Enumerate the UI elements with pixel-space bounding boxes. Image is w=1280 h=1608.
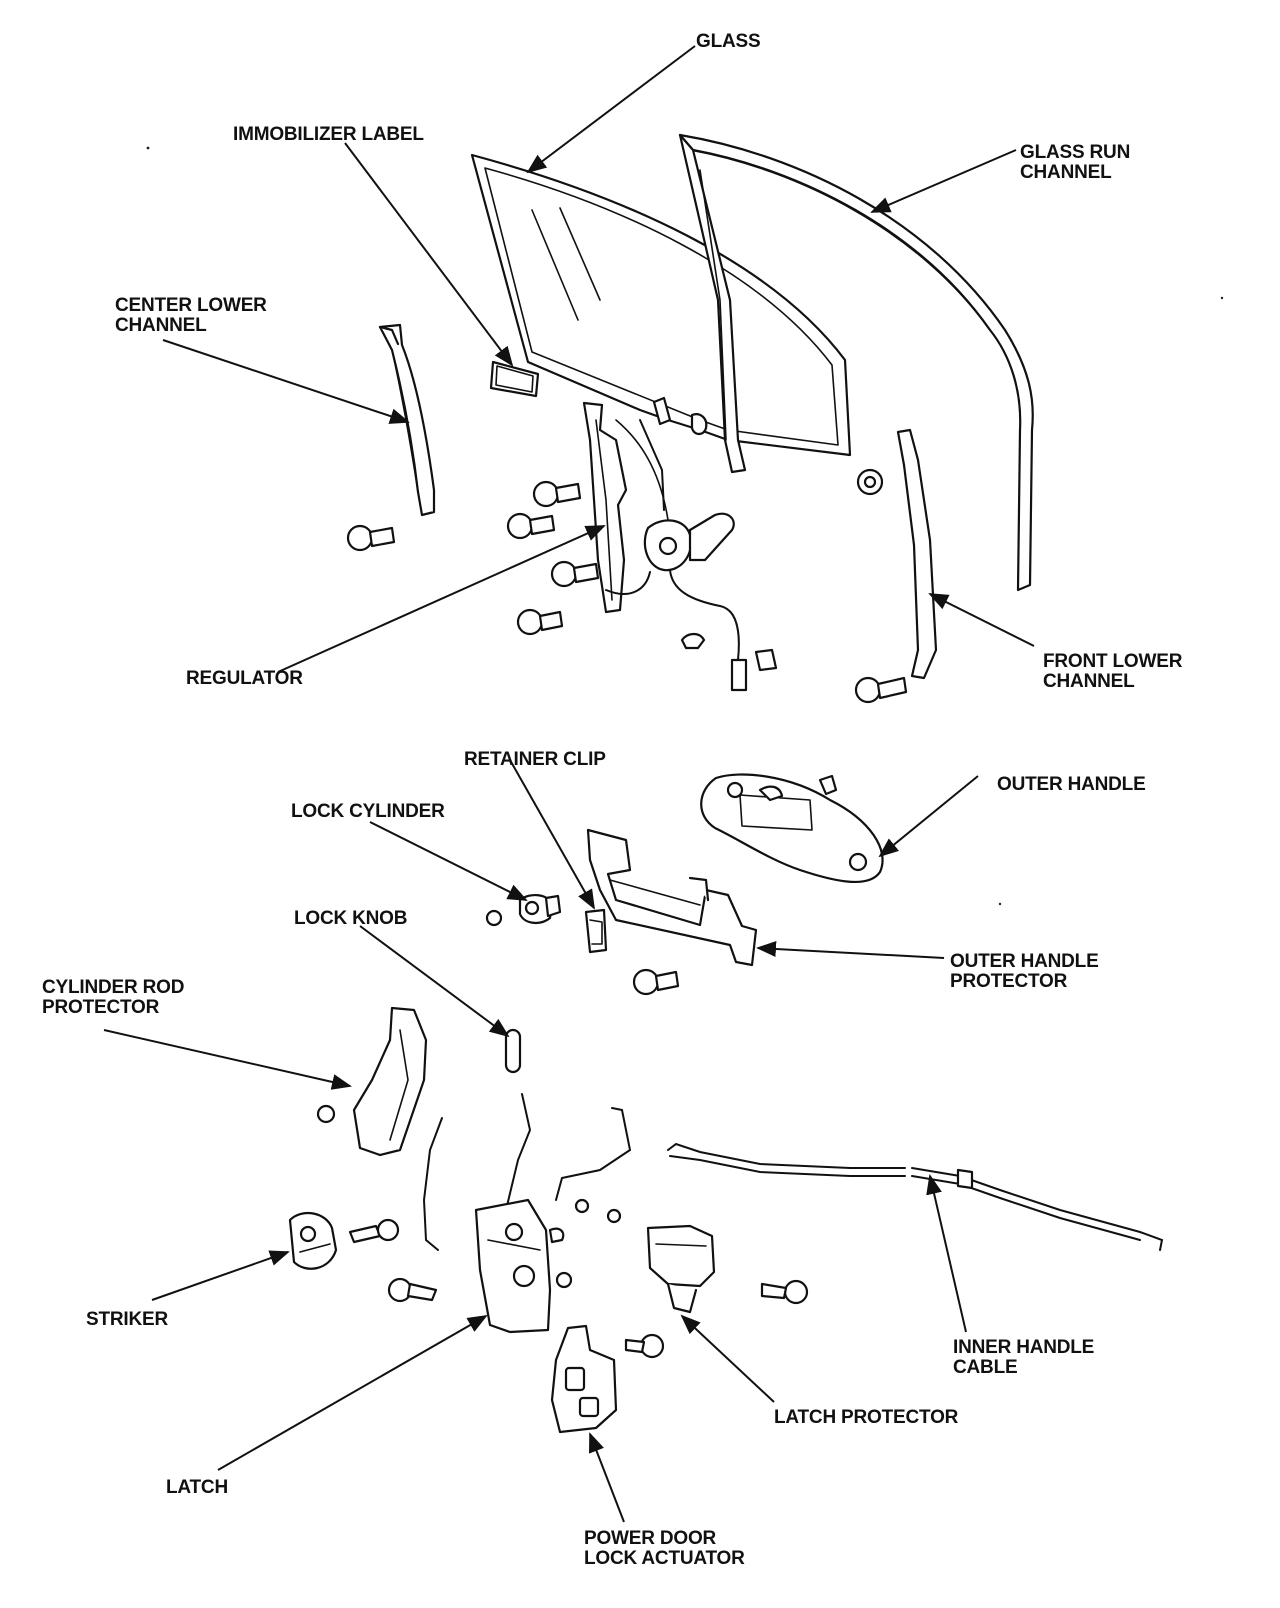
retainer-clip-part <box>584 908 608 954</box>
power-door-lock-actuator-part <box>550 1324 618 1434</box>
front-lower-channel-part <box>896 428 938 680</box>
outer-handle-part <box>700 773 884 884</box>
bolt <box>632 968 680 996</box>
cylinder-rod-protector-part <box>316 1006 428 1157</box>
scan-speck <box>146 146 150 150</box>
latch-part <box>474 1198 573 1334</box>
leader-lock-knob <box>359 925 510 1038</box>
bolt <box>532 480 582 508</box>
leader-lock-cylinder <box>369 821 528 901</box>
leader-regulator <box>277 525 606 673</box>
rod-clip-2 <box>606 1208 622 1224</box>
bolt <box>854 676 908 704</box>
outer-handle-protector-part <box>586 828 758 967</box>
rod-clip-1 <box>574 1198 590 1214</box>
bolt <box>346 524 396 552</box>
leader-outer-handle-protector <box>756 940 945 959</box>
label-latch: LATCH <box>166 1477 228 1498</box>
label-cylinder-rod-protector: CYLINDER ROD PROTECTOR <box>42 977 185 1018</box>
leader-cylinder-rod-protector <box>103 1029 352 1090</box>
leader-power-door-lock-actuator <box>589 1432 625 1523</box>
latch-rod-3 <box>555 1107 632 1201</box>
leader-striker <box>151 1250 290 1301</box>
label-center-lower-channel: CENTER LOWER CHANNEL <box>115 295 267 336</box>
label-glass-run-channel: GLASS RUN CHANNEL <box>1020 142 1131 183</box>
label-lock-knob: LOCK KNOB <box>294 908 408 929</box>
bolt <box>506 512 556 540</box>
label-retainer-clip: RETAINER CLIP <box>464 749 606 770</box>
striker-part <box>288 1211 338 1270</box>
leader-inner-handle-cable <box>926 1174 967 1333</box>
regulator-part <box>582 401 778 692</box>
label-outer-handle-protector: OUTER HANDLE PROTECTOR <box>950 951 1099 992</box>
scan-speck <box>998 902 1002 906</box>
label-striker: STRIKER <box>86 1309 168 1330</box>
inner-handle-cable-part <box>667 1142 1164 1251</box>
leader-latch <box>217 1315 488 1471</box>
bolt <box>516 608 564 636</box>
leader-retainer-clip <box>509 759 595 910</box>
leader-center-lower-channel <box>162 339 410 424</box>
label-inner-handle-cable: INNER HANDLE CABLE <box>953 1337 1095 1378</box>
label-power-door-lock-actuator: POWER DOOR LOCK ACTUATOR <box>584 1528 745 1569</box>
label-front-lower-channel: FRONT LOWER CHANNEL <box>1043 651 1183 692</box>
leader-immobilizer-label <box>344 142 514 367</box>
label-outer-handle: OUTER HANDLE <box>997 774 1146 795</box>
lock-knob-part <box>504 1028 522 1074</box>
label-latch-protector: LATCH PROTECTOR <box>774 1407 959 1428</box>
bolt <box>550 560 600 588</box>
immobilizer-label-part <box>489 360 540 398</box>
leader-glass <box>526 45 696 174</box>
nut <box>856 468 884 496</box>
label-regulator: REGULATOR <box>186 668 303 689</box>
bolt <box>387 1277 438 1303</box>
label-immobilizer-label: IMMOBILIZER LABEL <box>233 124 424 145</box>
bolt <box>624 1333 665 1359</box>
lock-cylinder-part <box>485 894 562 927</box>
leader-front-lower-channel <box>928 593 1035 647</box>
latch-rod-1 <box>422 1117 443 1251</box>
leader-glass-run-channel <box>870 149 1017 213</box>
glass-part <box>470 153 852 457</box>
label-glass: GLASS <box>696 31 761 52</box>
bolt <box>348 1218 400 1244</box>
leader-latch-protector <box>680 1314 775 1403</box>
leader-outer-handle <box>878 775 979 858</box>
center-lower-channel-part <box>378 323 436 517</box>
scan-speck <box>1220 296 1224 300</box>
bolt <box>760 1279 809 1305</box>
latch-protector-part <box>646 1224 716 1314</box>
label-lock-cylinder: LOCK CYLINDER <box>291 801 445 822</box>
